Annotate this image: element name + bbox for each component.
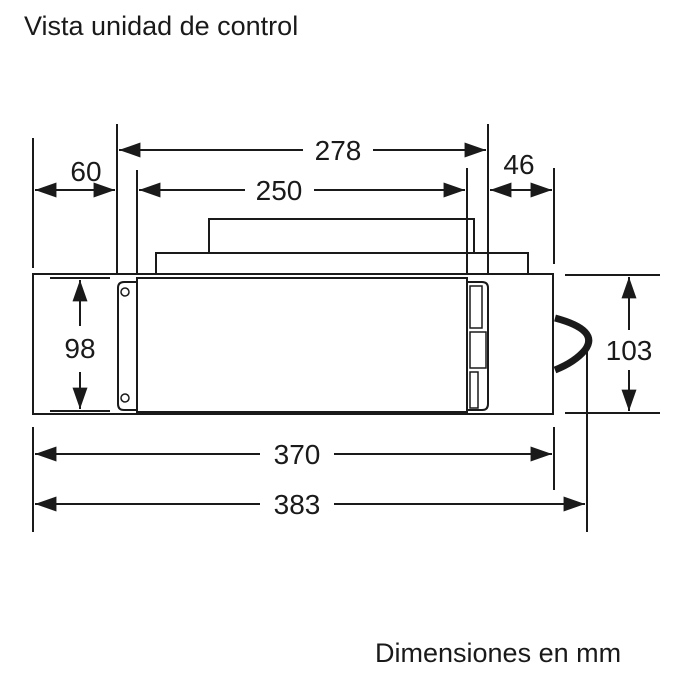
dim-label-250: 250 — [256, 175, 303, 206]
dim-label-98: 98 — [64, 333, 95, 364]
power-cable-loop — [553, 314, 593, 374]
mounting-plate — [155, 252, 529, 275]
units-note: Dimensiones en mm — [375, 638, 622, 668]
top-block — [208, 218, 475, 254]
dim-label-383: 383 — [274, 489, 321, 520]
dim-label-103: 103 — [606, 335, 653, 366]
dim-label-278: 278 — [315, 135, 362, 166]
control-unit-housing — [32, 273, 554, 415]
dim-label-46: 46 — [503, 149, 534, 180]
dim-label-370: 370 — [274, 439, 321, 470]
diagram-title: Vista unidad de control — [24, 11, 299, 41]
dim-label-60: 60 — [70, 156, 101, 187]
